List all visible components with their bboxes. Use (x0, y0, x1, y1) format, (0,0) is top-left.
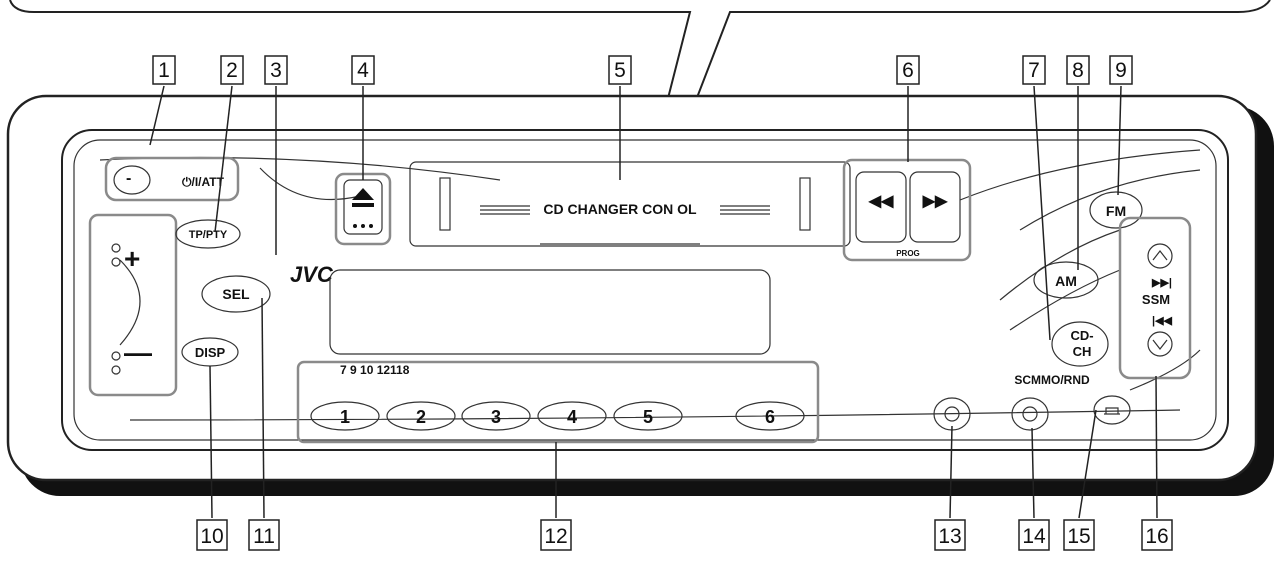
cd-slot (409, 161, 851, 247)
volume-up-button[interactable]: + (124, 243, 140, 274)
callout-number: 15 (1067, 525, 1090, 548)
callout-number: 7 (1028, 59, 1040, 82)
fast-forward-icon: ▶▶ (922, 193, 948, 210)
preset-button-4[interactable]: 4 (537, 401, 607, 431)
callout-number: 13 (938, 525, 961, 548)
callout-8: 8 (1066, 55, 1090, 270)
seek-panel: PROG (842, 158, 972, 262)
release-button[interactable] (1093, 395, 1131, 425)
rewind-icon: ◀◀ (868, 193, 894, 210)
callout-number: 2 (226, 59, 238, 82)
ssm-panel: SSM ▶▶| |◀◀ (1118, 216, 1192, 380)
prog-label: PROG (896, 249, 920, 258)
callout-number: 14 (1022, 525, 1046, 548)
ssm-label: SSM (1142, 292, 1170, 307)
callout-6: 6 (896, 55, 920, 162)
callout-13: 13 (934, 425, 966, 551)
callout-number: 6 (902, 59, 914, 82)
callout-number: 9 (1115, 59, 1127, 82)
callout-15: 15 (1063, 409, 1097, 551)
preset-button-3[interactable]: 3 (461, 401, 531, 431)
callout-7: 7 (1022, 55, 1051, 341)
preset-label-5: 5 (643, 407, 653, 427)
preset-button-5[interactable]: 5 (613, 401, 683, 431)
chevron-down-icon (1152, 339, 1168, 350)
fm-button[interactable]: FM (1089, 191, 1143, 229)
main-display (329, 269, 771, 355)
cd-ch-button[interactable]: CD- CH (1051, 321, 1109, 367)
callout-number: 16 (1145, 525, 1168, 548)
preset-label-6: 6 (765, 407, 775, 427)
svg-text:—: — (124, 337, 152, 368)
callout-16: 16 (1141, 375, 1173, 551)
callout-3: 3 (264, 55, 288, 255)
cd-ch-label-2: CH (1073, 344, 1092, 359)
callout-14: 14 (1018, 427, 1050, 551)
preset-button-6[interactable]: 6 (735, 401, 805, 431)
stereo-housing (6, 94, 1274, 496)
callout-10: 10 (196, 365, 228, 551)
callout-number: 5 (614, 59, 626, 82)
preset-button-2[interactable]: 2 (386, 401, 456, 431)
release-icon (1104, 407, 1120, 415)
callout-number: 1 (158, 59, 170, 82)
callout-11: 11 (248, 297, 280, 551)
callout-number: 8 (1072, 59, 1084, 82)
skip-back-icon: |◀◀ (1152, 315, 1173, 327)
callout-1: 1 (149, 55, 176, 146)
sel-label: SEL (222, 286, 250, 302)
power-att-button[interactable]: - ⏻/I/ATT (104, 156, 240, 202)
preset-label-2: 2 (416, 407, 426, 427)
cd-changer-label: CD CHANGER CON OL (543, 201, 697, 217)
preset-label-3: 3 (491, 407, 501, 427)
callout-number: 12 (544, 525, 567, 548)
scm-mo-rnd-label: SCMMO/RND (1014, 373, 1090, 387)
preset-label-4: 4 (567, 407, 577, 427)
brand-logo: JVC (290, 262, 334, 287)
am-button[interactable]: AM (1033, 261, 1099, 299)
callout-2: 2 (214, 55, 244, 233)
preset-button-1[interactable]: 1 (310, 401, 380, 431)
up-button[interactable] (1147, 243, 1173, 269)
button-14[interactable] (1011, 397, 1049, 431)
seek-back-button[interactable]: ◀◀ (855, 171, 907, 243)
callout-number: 11 (253, 525, 275, 548)
power-att-label: ⏻/I/ATT (182, 175, 225, 189)
preset-legend: 7 9 10 12118 (340, 363, 410, 377)
volume-down-button[interactable]: — (124, 337, 152, 368)
cd-ch-label-1: CD- (1070, 328, 1093, 343)
preset-panel: 7 9 10 12118 (296, 360, 820, 444)
volume-panel (88, 213, 178, 397)
am-label: AM (1055, 273, 1077, 289)
disp-label: DISP (195, 345, 226, 360)
seek-forward-button[interactable]: ▶▶ (909, 171, 961, 243)
tp-pty-label: TP/PTY (189, 229, 228, 241)
preset-label-1: 1 (340, 407, 350, 427)
callout-number: 3 (270, 59, 282, 82)
down-button[interactable] (1147, 331, 1173, 357)
svg-text:+: + (124, 243, 140, 274)
callout-9: 9 (1109, 55, 1133, 196)
callout-number: 10 (200, 525, 223, 548)
faceplate (61, 129, 1229, 451)
callout-12: 12 (540, 442, 572, 551)
callout-5: 5 (608, 55, 632, 180)
sel-button[interactable]: SEL (201, 275, 271, 313)
skip-forward-icon: ▶▶| (1151, 277, 1172, 289)
tp-pty-button[interactable]: TP/PTY (175, 219, 241, 249)
callout-number: 4 (357, 59, 369, 82)
fm-label: FM (1106, 203, 1126, 219)
callout-4: 4 (351, 55, 375, 180)
chevron-up-icon (1152, 250, 1168, 261)
minus-label: - (126, 170, 131, 187)
preset-buttons: 1 2 3 4 5 6 (310, 401, 805, 431)
eject-icon (352, 188, 374, 207)
